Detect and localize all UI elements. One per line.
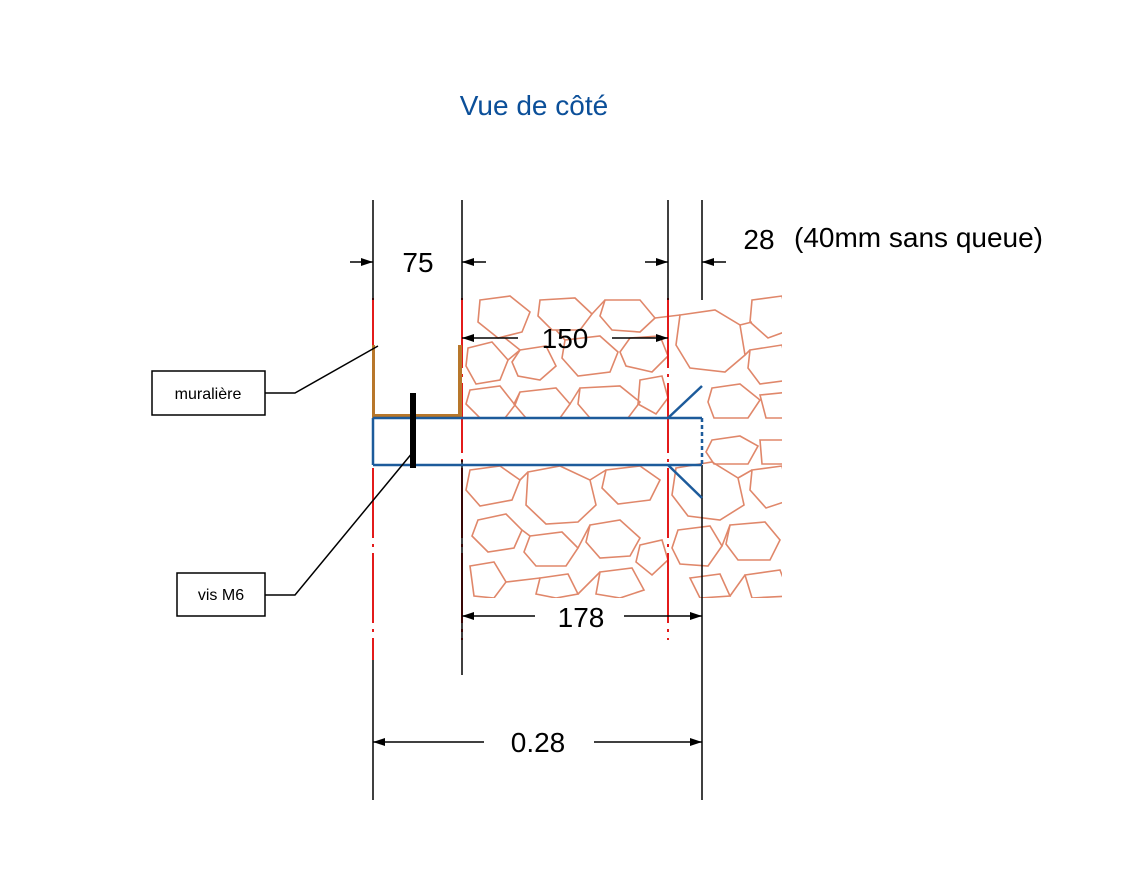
screw-m6: [410, 393, 416, 468]
dim-028: 0.28: [511, 727, 566, 758]
dim-75: 75: [402, 247, 433, 278]
muraliere-bracket: [372, 345, 462, 418]
dim-150: 150: [542, 323, 589, 354]
label-vis: vis M6: [176, 572, 266, 617]
dimension-lines: [350, 200, 726, 800]
label-muraliere: muralière: [151, 370, 266, 416]
leader-lines: [265, 345, 414, 596]
rail-profile: [371, 385, 704, 499]
label-muraliere-text: muralière: [175, 386, 242, 403]
dim-28-note: (40mm sans queue): [794, 222, 1043, 253]
masonry-hatch: [465, 295, 782, 598]
dim-178: 178: [558, 602, 605, 633]
dimension-arrowheads: [361, 258, 714, 746]
label-vis-text: vis M6: [198, 587, 244, 604]
drawing-title: Vue de côté: [460, 90, 608, 121]
dim-28: 28: [743, 224, 774, 255]
